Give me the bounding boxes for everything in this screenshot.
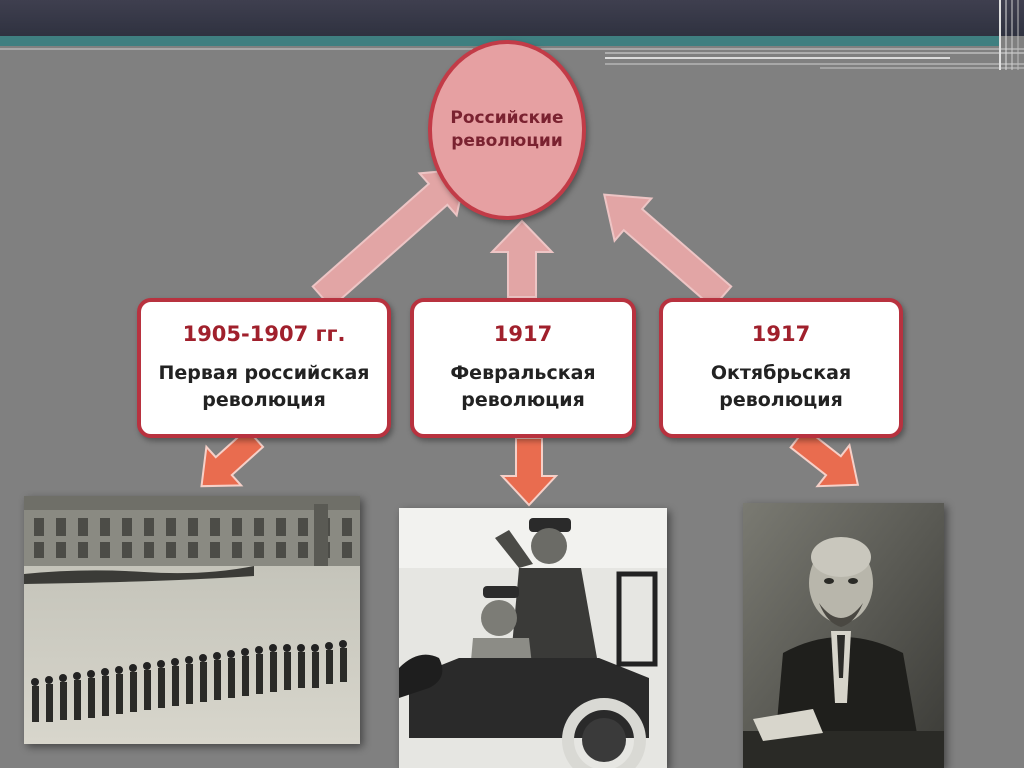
photo-icon bbox=[399, 508, 667, 768]
photo-icon bbox=[24, 496, 360, 744]
node-year: 1905-1907 гг. bbox=[182, 322, 346, 346]
node-title-line1: Февральская bbox=[450, 362, 596, 384]
arrow-down-right bbox=[789, 427, 860, 488]
node-year: 1917 bbox=[493, 322, 553, 346]
corner-decoration bbox=[999, 0, 1019, 70]
node-title-line2: революция bbox=[461, 388, 585, 411]
central-node-russian-revolutions: Российские революции bbox=[428, 40, 586, 220]
node-first-revolution: 1905-1907 гг. Первая российская революци… bbox=[137, 298, 391, 438]
node-october-revolution: 1917 Октябрьская революция bbox=[659, 298, 903, 438]
arrow-down-center bbox=[499, 437, 559, 507]
photo-portrait bbox=[743, 503, 944, 768]
node-february-revolution: 1917 Февральская революция bbox=[410, 298, 636, 438]
node-title-line2: революция bbox=[202, 388, 326, 411]
node-year: 1917 bbox=[751, 322, 811, 346]
central-title-line1: Российские bbox=[450, 108, 564, 129]
central-title-line2: революции bbox=[451, 131, 563, 151]
photo-winter-square bbox=[24, 496, 360, 744]
node-title-line2: революция bbox=[719, 388, 843, 411]
arrow-up-center bbox=[489, 219, 555, 298]
arrow-up-right bbox=[602, 193, 733, 309]
photo-icon bbox=[743, 503, 944, 768]
top-bar bbox=[0, 0, 1024, 36]
photo-soldiers-in-car bbox=[399, 508, 667, 768]
node-title-line1: Октябрьская bbox=[710, 362, 852, 384]
node-title-line1: Первая российская bbox=[158, 362, 370, 384]
